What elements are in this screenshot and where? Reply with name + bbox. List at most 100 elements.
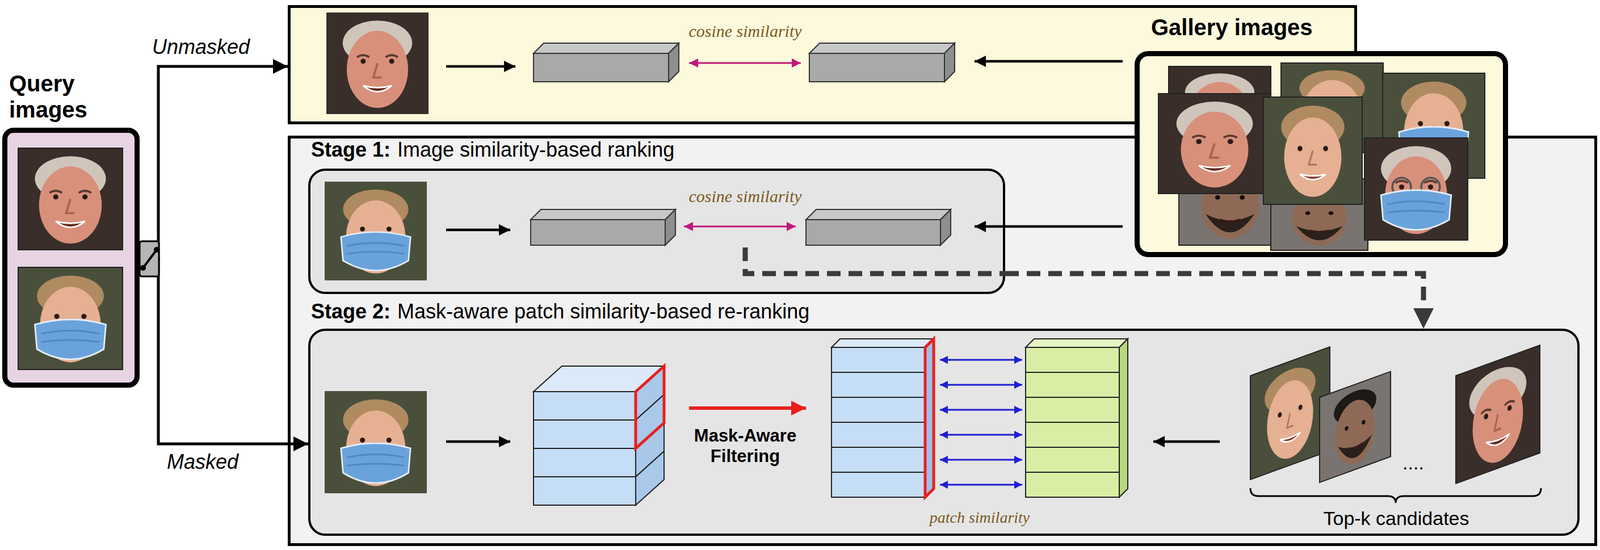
stage-heading: Stage 2: [311,299,391,325]
patch-cube [533,391,636,421]
operation-label: Mask-Aware Filtering [677,425,814,467]
candidate-faces [1250,346,1330,480]
candidate-faces [1250,346,1330,480]
stage1-pipeline [530,219,666,246]
patch-cube [533,420,636,449]
candidate-faces [1319,371,1391,483]
stage1-pipeline [665,209,676,246]
switch-symbol [140,265,146,271]
gallery-faces [1158,93,1271,194]
gallery-faces [1382,73,1485,179]
gallery-patch-column [1119,338,1128,498]
stage-heading: Stage 1: [311,137,391,163]
stage2-pipeline [324,391,427,494]
gallery-faces [1178,153,1282,246]
unmasked-pipeline [326,12,1123,115]
unmasked-pipeline [326,12,429,115]
unmasked-pipeline [974,60,1123,64]
patch-cube [635,394,665,449]
gallery-faces [1168,66,1271,154]
gallery-faces [1168,66,1271,154]
patch-cube [635,366,665,421]
patch-cube [533,366,665,506]
patch-arrows [939,359,1023,485]
box-text: Query images [9,70,136,123]
gallery-panel: Gallery images [1134,12,1509,258]
unmasked-pipeline [944,43,955,82]
patch-cube [635,422,665,477]
box-text: Gallery images [1151,14,1492,41]
stage1-pipeline [974,225,1123,229]
patch-arrows [939,359,1023,361]
query-faces [18,148,123,370]
gallery-faces [1158,63,1485,251]
stage1-pipeline [683,225,796,228]
box-text: cosine similarity [654,21,837,42]
candidate-faces [1319,371,1391,483]
gallery-faces [1270,178,1368,251]
similarity-label: patch similarity [888,508,1071,527]
stage1-pipeline [446,228,511,232]
text-slot: Stage 2:Mask-aware patch similarity-base… [311,299,1560,325]
gallery-patch-column [1025,397,1120,423]
gallery-faces [1364,137,1468,241]
gallery-faces [1178,153,1282,246]
gallery-faces [1263,97,1363,205]
query-faces [18,148,123,250]
text-slot: Query images [9,70,136,123]
gallery-patch-column [1025,372,1120,398]
patch-arrows [939,484,1023,486]
box-text: Image similarity-based ranking [397,137,675,163]
unmasked-pipeline [689,62,801,65]
gallery-patch-column [1025,472,1120,498]
stage2-pipeline [446,440,511,444]
patch-column [831,338,934,498]
bracket [1250,488,1541,503]
text-slot: Unmasked [152,35,277,60]
text-slot: patch similarity [888,508,1071,527]
patch-cube [635,451,665,506]
gallery-faces [1263,97,1363,205]
group-label: Top-k candidates [1282,506,1510,530]
patch-cube [533,476,636,506]
patch-column [831,472,926,498]
patch-cube [635,366,665,449]
candidate-faces [1455,345,1540,484]
switch-symbol [153,246,160,253]
patch-arrows [939,434,1023,436]
gallery-faces [1364,137,1468,241]
switch-symbol [139,241,159,277]
stage2-pipeline [1153,440,1220,444]
box-text: Mask-aware patch similarity-based re-ran… [397,299,810,325]
box-outline [308,328,1580,536]
switch-symbol [139,241,160,277]
candidate-faces [1319,371,1391,483]
patch-column [831,338,934,348]
stage2-pipeline [689,406,806,410]
candidate-faces [1455,345,1540,484]
patch-column [831,422,926,448]
patch-cube [533,366,665,392]
gallery-patch-column [1025,347,1120,373]
patch-cube [635,366,665,449]
connector [1005,273,1424,329]
text-slot: Mask-Aware Filtering [677,425,814,467]
candidate-faces [1455,345,1540,484]
box-outline [2,127,140,388]
unmasked-pipeline [446,65,516,69]
stage1-pipeline [324,181,1123,281]
gallery-faces [1270,178,1368,251]
edge-label: Masked [166,450,281,474]
stage1-pipeline [805,209,951,220]
patch-column [831,347,926,373]
gallery-patch-column [1025,447,1120,473]
query-faces [18,267,123,370]
stage1-pipeline [324,181,427,281]
ellipsis: .... [1384,451,1442,474]
gallery-faces [1158,93,1271,194]
unmasked-pipeline [809,43,955,54]
gallery-patch-column [1025,338,1128,498]
edge-label: Unmasked [152,35,277,60]
